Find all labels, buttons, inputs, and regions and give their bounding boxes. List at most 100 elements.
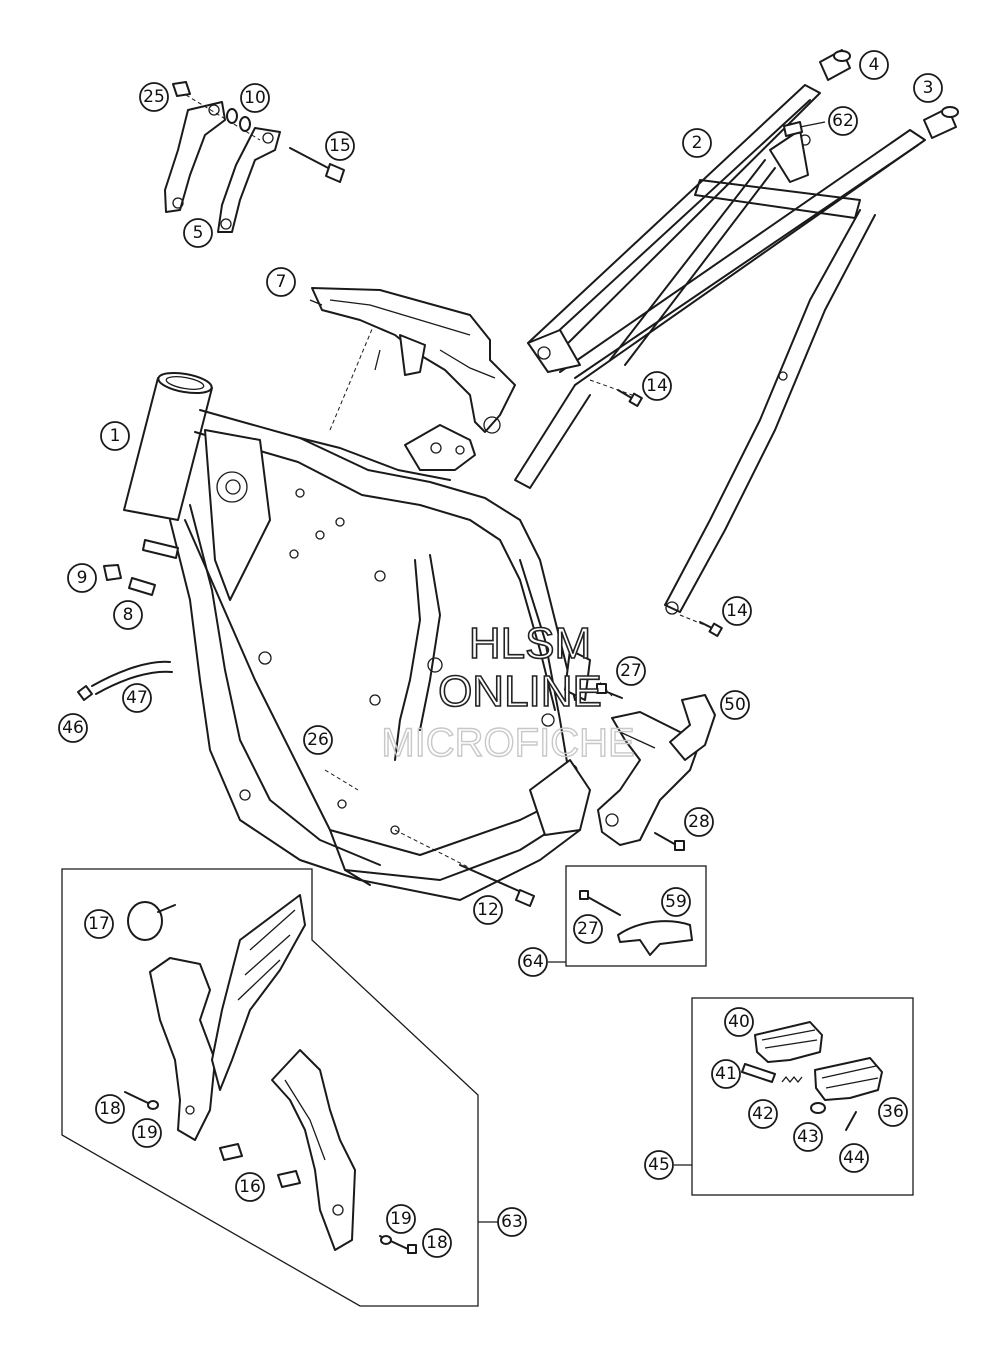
svg-text:25: 25 <box>143 87 165 107</box>
callout-25: 25 <box>139 82 169 112</box>
svg-text:19: 19 <box>390 1209 412 1229</box>
head-bracket-7 <box>309 287 516 434</box>
skid-guard-50 <box>597 694 716 846</box>
svg-text:2: 2 <box>692 133 703 153</box>
svg-text:42: 42 <box>752 1104 774 1124</box>
engine-bracket-5 <box>164 81 345 233</box>
nut-9 <box>103 564 122 581</box>
svg-text:18: 18 <box>99 1099 121 1119</box>
bolt-8 <box>128 577 156 596</box>
callout-28: 28 <box>684 807 714 837</box>
callout-4: 4 <box>859 50 889 80</box>
callout-42: 42 <box>748 1099 778 1129</box>
svg-text:47: 47 <box>126 688 148 708</box>
svg-text:7: 7 <box>276 272 287 292</box>
callout-9: 9 <box>67 563 97 593</box>
callout-17: 17 <box>84 909 114 939</box>
bolt-62 <box>783 121 826 137</box>
callout-14-upper: 14 <box>642 371 672 401</box>
callout-62: 62 <box>828 106 858 136</box>
callout-63: 63 <box>497 1207 527 1237</box>
svg-text:36: 36 <box>882 1102 904 1122</box>
svg-text:62: 62 <box>832 111 854 131</box>
callout-40: 40 <box>724 1007 754 1037</box>
svg-text:3: 3 <box>923 78 934 98</box>
callout-12: 12 <box>473 895 503 925</box>
callout-18-left: 18 <box>95 1094 125 1124</box>
callout-10: 10 <box>240 83 270 113</box>
callout-26: 26 <box>303 725 333 755</box>
svg-text:27: 27 <box>577 919 599 939</box>
svg-text:15: 15 <box>329 136 351 156</box>
callout-7: 7 <box>266 267 296 297</box>
svg-text:43: 43 <box>797 1127 819 1147</box>
callout-59: 59 <box>661 887 691 917</box>
bushing-3 <box>923 106 959 139</box>
svg-text:14: 14 <box>726 601 748 621</box>
svg-text:59: 59 <box>665 892 687 912</box>
svg-text:14: 14 <box>646 376 668 396</box>
bolt-14-upper <box>617 389 643 407</box>
svg-text:40: 40 <box>728 1012 750 1032</box>
watermark-line-3: MICROFICHE <box>381 721 634 765</box>
callout-36: 36 <box>878 1097 908 1127</box>
main-frame <box>123 309 613 901</box>
svg-text:41: 41 <box>715 1064 737 1084</box>
svg-text:10: 10 <box>244 88 266 108</box>
pivot-axle-12 <box>459 864 535 907</box>
callout-41: 41 <box>711 1059 741 1089</box>
subframe <box>514 84 926 629</box>
kit-box-64 <box>548 865 707 967</box>
svg-text:27: 27 <box>620 661 642 681</box>
callout-64: 64 <box>518 947 548 977</box>
callout-27-upper: 27 <box>616 656 646 686</box>
svg-text:46: 46 <box>62 718 84 738</box>
bolt-14-lower <box>699 621 723 637</box>
callout-14-lower: 14 <box>722 596 752 626</box>
bolt-27-upper <box>596 683 623 699</box>
watermark-line-1: HLSM <box>469 619 591 668</box>
svg-text:16: 16 <box>239 1177 261 1197</box>
svg-text:28: 28 <box>688 812 710 832</box>
svg-text:18: 18 <box>426 1233 448 1253</box>
svg-text:17: 17 <box>88 914 110 934</box>
callout-16-left: 16 <box>235 1172 265 1202</box>
svg-text:64: 64 <box>522 952 544 972</box>
callout-47: 47 <box>122 683 152 713</box>
svg-text:50: 50 <box>724 695 746 715</box>
callout-8: 8 <box>113 600 143 630</box>
svg-text:19: 19 <box>136 1123 158 1143</box>
callout-46: 46 <box>58 713 88 743</box>
callout-19-right: 19 <box>386 1204 416 1234</box>
callout-43: 43 <box>793 1122 823 1152</box>
hose-47 <box>91 660 173 695</box>
svg-text:26: 26 <box>307 730 329 750</box>
callout-27-box: 27 <box>573 914 603 944</box>
callout-15: 15 <box>325 131 355 161</box>
callout-44: 44 <box>839 1143 869 1173</box>
svg-text:9: 9 <box>77 568 88 588</box>
callout-1: 1 <box>100 421 130 451</box>
callout-3: 3 <box>913 73 943 103</box>
kit-box-63 <box>61 868 498 1307</box>
callout-5: 5 <box>183 218 213 248</box>
svg-text:1: 1 <box>110 426 121 446</box>
svg-text:12: 12 <box>477 900 499 920</box>
clip-46 <box>77 685 93 701</box>
callout-18-right: 18 <box>422 1228 452 1258</box>
bolt-28 <box>654 832 685 851</box>
watermark: HLSM ONLINE MICROFICHE <box>381 618 636 766</box>
bushing-4 <box>819 49 851 81</box>
svg-text:44: 44 <box>843 1148 865 1168</box>
svg-text:4: 4 <box>869 55 880 75</box>
kit-box-45 <box>674 997 914 1196</box>
svg-text:8: 8 <box>123 605 134 625</box>
callout-50: 50 <box>720 690 750 720</box>
svg-text:45: 45 <box>648 1155 670 1175</box>
callout-2: 2 <box>682 128 712 158</box>
callout-45: 45 <box>644 1150 674 1180</box>
callout-19-left: 19 <box>132 1118 162 1148</box>
callout-layer: 1 2 3 4 5 7 8 9 10 12 14 14 15 16 16 17 … <box>58 50 943 1258</box>
watermark-line-2: ONLINE <box>438 667 602 716</box>
